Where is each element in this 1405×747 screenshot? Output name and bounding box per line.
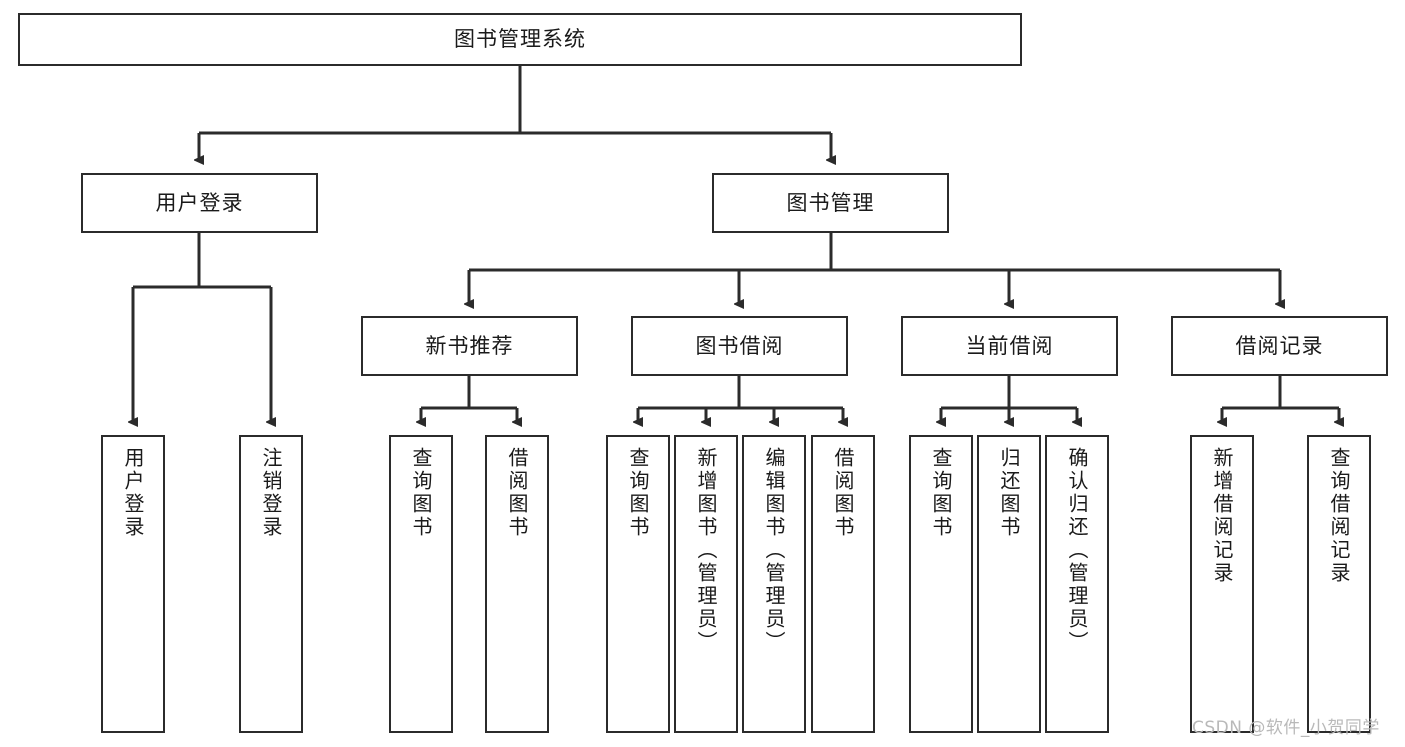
node-new-book-recommend[interactable]: 新书推荐 [361, 316, 578, 376]
node-label: 查询图书 [409, 447, 433, 539]
leaf-current-query-book[interactable]: 查询图书 [909, 435, 973, 733]
node-label: 新增图书（管理员） [694, 447, 718, 654]
node-label: 编辑图书（管理员） [762, 447, 786, 654]
node-label: 查询借阅记录 [1327, 447, 1351, 585]
node-label: 当前借阅 [965, 333, 1054, 358]
node-label: 图书管理 [786, 190, 875, 215]
leaf-newbook-query-book[interactable]: 查询图书 [389, 435, 453, 733]
leaf-borrow-query-book[interactable]: 查询图书 [606, 435, 670, 733]
node-label: 新书推荐 [425, 333, 514, 358]
leaf-user-login-signin[interactable]: 用户登录 [101, 435, 165, 733]
node-label: 注销登录 [259, 447, 283, 539]
leaf-record-query-record[interactable]: 查询借阅记录 [1307, 435, 1371, 733]
node-root-system[interactable]: 图书管理系统 [18, 13, 1022, 66]
node-book-borrow[interactable]: 图书借阅 [631, 316, 848, 376]
leaf-current-return-book[interactable]: 归还图书 [977, 435, 1041, 733]
node-label: 借阅记录 [1235, 333, 1324, 358]
leaf-current-confirm-return-admin[interactable]: 确认归还（管理员） [1045, 435, 1109, 733]
node-label: 用户登录 [155, 190, 244, 215]
node-label: 借阅图书 [505, 447, 529, 539]
node-label: 借阅图书 [831, 447, 855, 539]
leaf-user-login-signout[interactable]: 注销登录 [239, 435, 303, 733]
node-book-management[interactable]: 图书管理 [712, 173, 949, 233]
node-label: 确认归还（管理员） [1065, 447, 1089, 654]
node-label: 图书借阅 [695, 333, 784, 358]
node-current-borrow[interactable]: 当前借阅 [901, 316, 1118, 376]
node-label: 新增借阅记录 [1210, 447, 1234, 585]
node-label: 查询图书 [626, 447, 650, 539]
csdn-watermark: CSDN @软件_小贺同学 [1192, 718, 1380, 738]
leaf-borrow-add-book-admin[interactable]: 新增图书（管理员） [674, 435, 738, 733]
node-label: 归还图书 [997, 447, 1021, 539]
leaf-record-add-record[interactable]: 新增借阅记录 [1190, 435, 1254, 733]
node-label: 用户登录 [121, 447, 145, 539]
leaf-newbook-borrow-book[interactable]: 借阅图书 [485, 435, 549, 733]
node-label: 查询图书 [929, 447, 953, 539]
leaf-borrow-edit-book-admin[interactable]: 编辑图书（管理员） [742, 435, 806, 733]
leaf-borrow-lend-book[interactable]: 借阅图书 [811, 435, 875, 733]
node-borrow-record[interactable]: 借阅记录 [1171, 316, 1388, 376]
node-user-login[interactable]: 用户登录 [81, 173, 318, 233]
node-label: 图书管理系统 [454, 27, 586, 52]
